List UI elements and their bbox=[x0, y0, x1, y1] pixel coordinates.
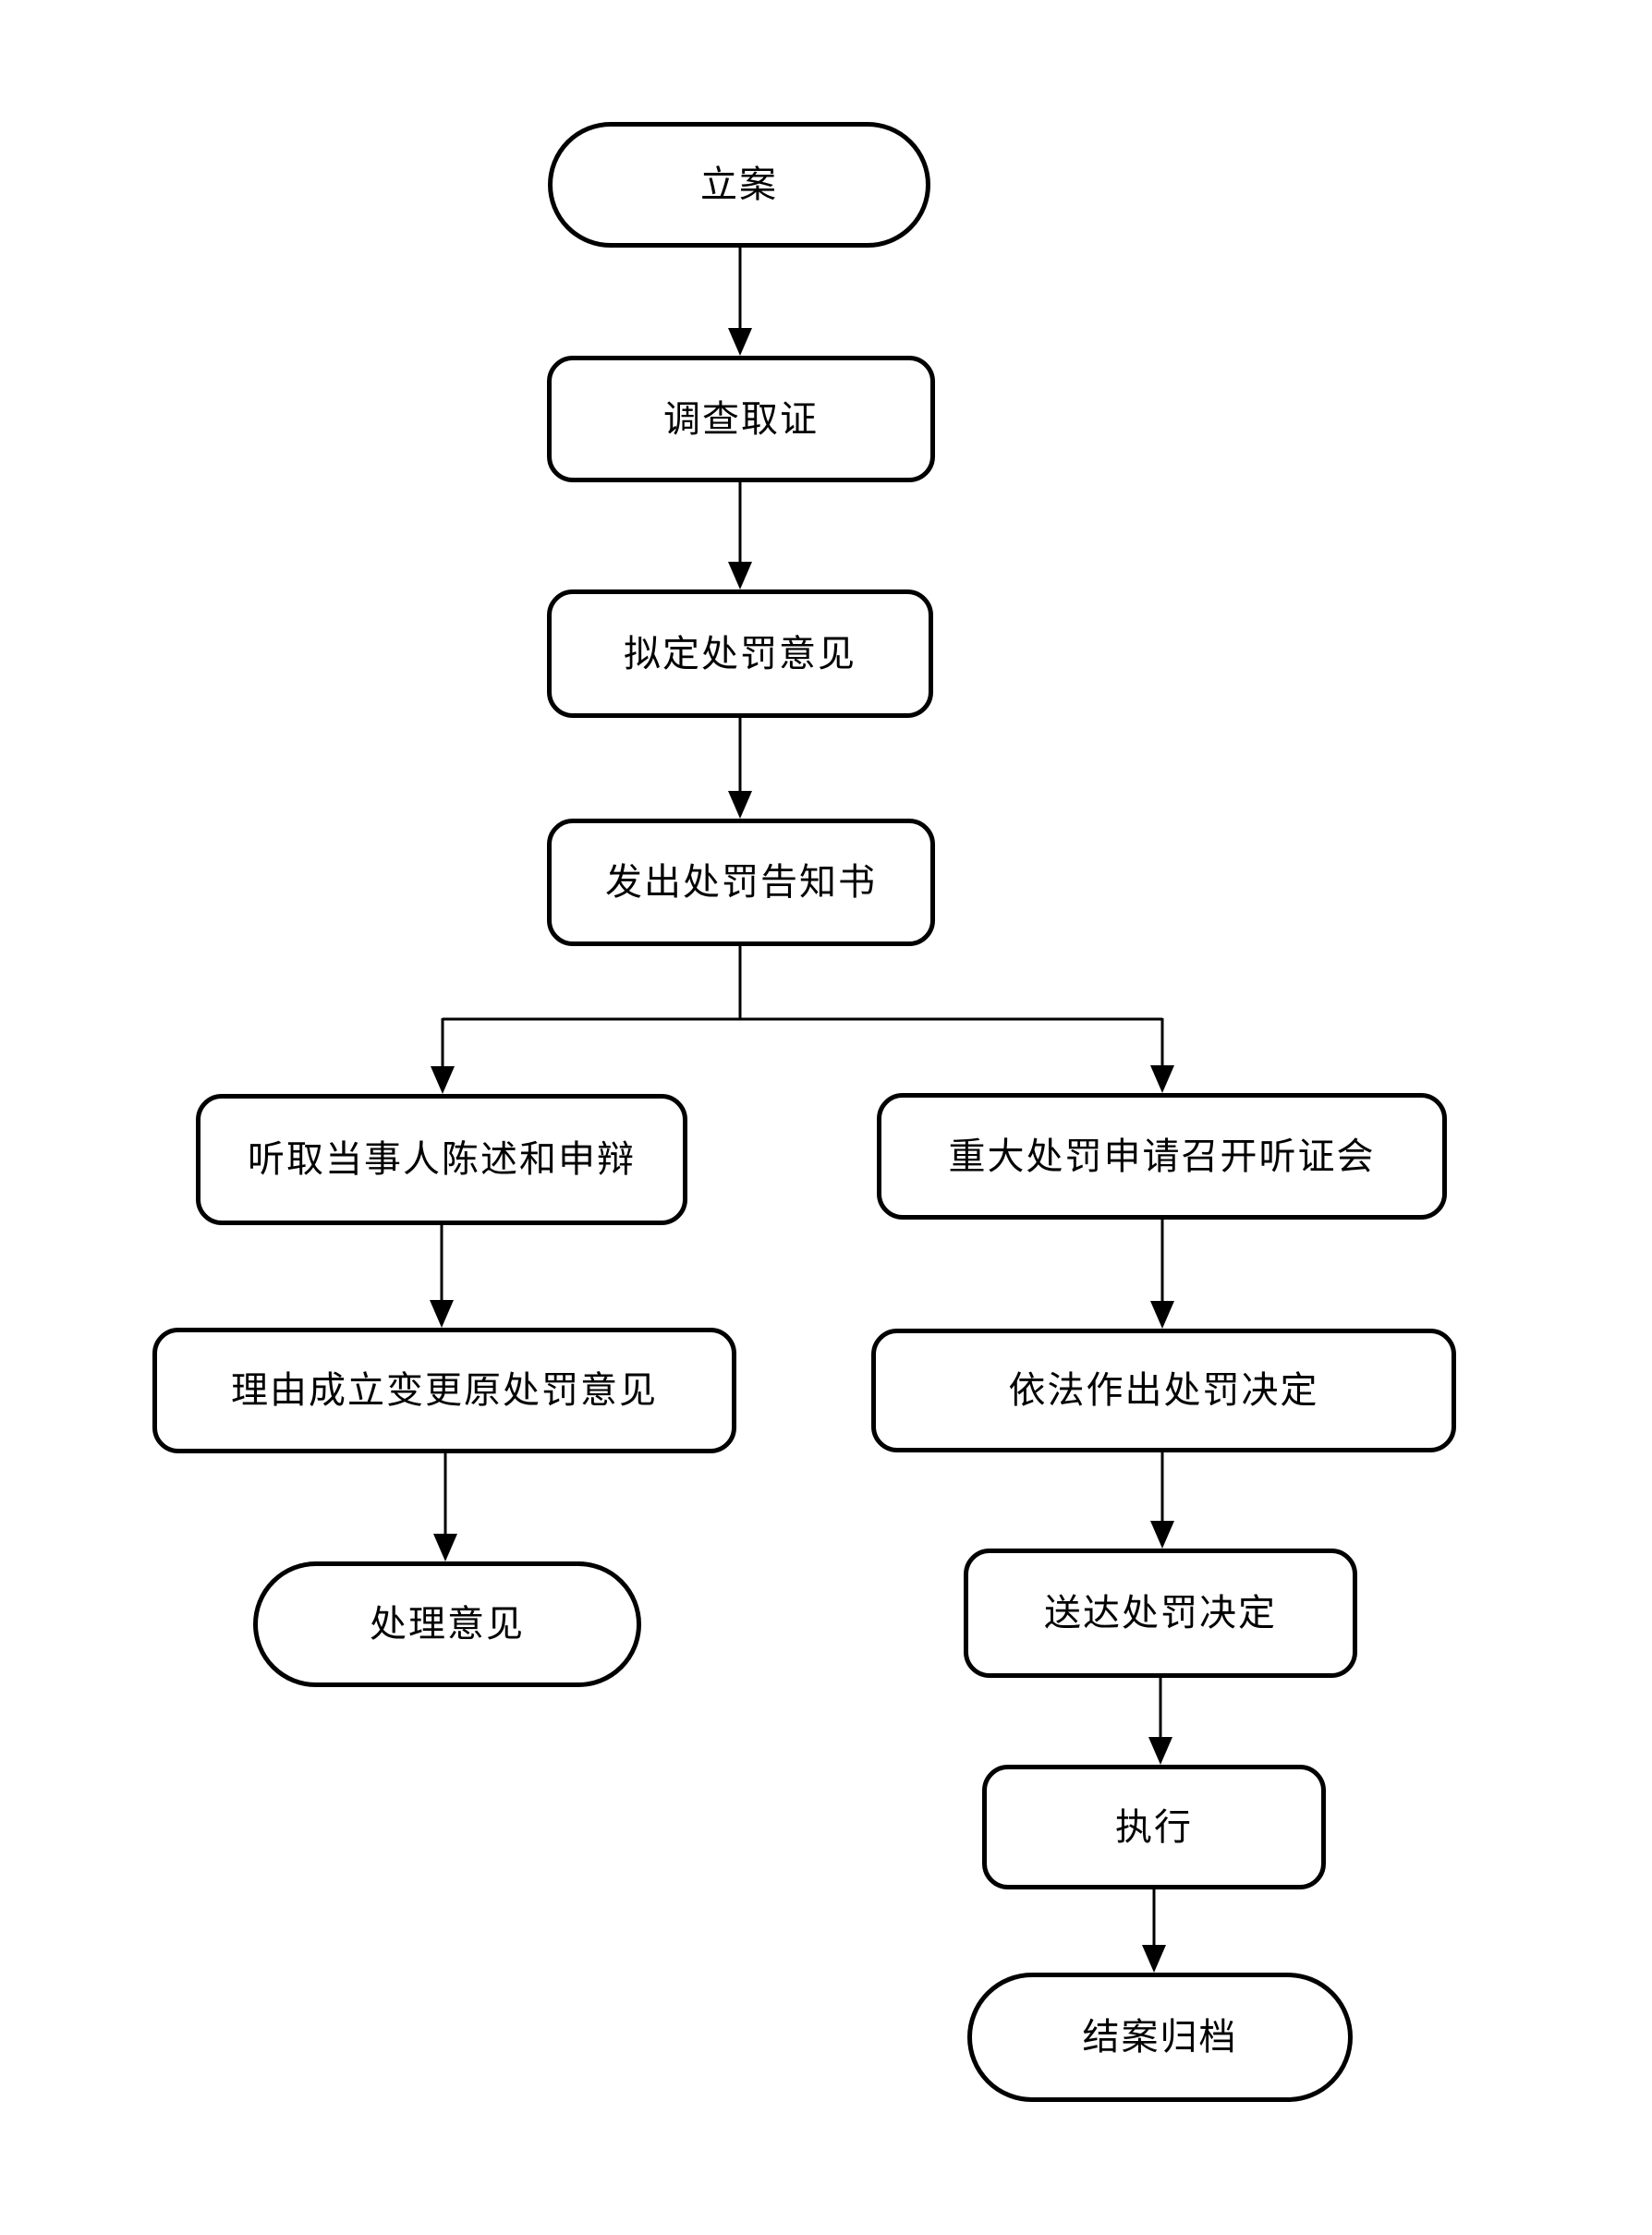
node-investigate: 调查取证 bbox=[547, 356, 935, 482]
node-issue-notice: 发出处罚告知书 bbox=[547, 819, 935, 946]
node-hear-statement: 听取当事人陈述和申辩 bbox=[196, 1094, 687, 1225]
arrow-branch-to-hearing bbox=[1150, 1018, 1174, 1093]
arrow-branch-to-hear-statement bbox=[431, 1018, 455, 1094]
node-handling-opinion: 处理意见 bbox=[253, 1561, 641, 1687]
node-hear-statement-label: 听取当事人陈述和申辩 bbox=[248, 1138, 636, 1180]
node-hearing-label: 重大处罚申请召开听证会 bbox=[948, 1135, 1376, 1177]
arrow-change-opinion-to-handling-opinion bbox=[433, 1448, 457, 1561]
node-hearing: 重大处罚申请召开听证会 bbox=[877, 1093, 1447, 1220]
node-close-archive-label: 结案归档 bbox=[1082, 2016, 1238, 2058]
node-execute-label: 执行 bbox=[1115, 1805, 1193, 1848]
node-execute: 执行 bbox=[982, 1765, 1326, 1889]
node-start: 立案 bbox=[548, 122, 930, 248]
node-deliver-decision-label: 送达处罚决定 bbox=[1044, 1592, 1277, 1634]
node-start-label: 立案 bbox=[700, 164, 778, 205]
node-draft-opinion: 拟定处罚意见 bbox=[547, 589, 933, 718]
node-close-archive: 结案归档 bbox=[967, 1973, 1353, 2102]
arrow-start-to-investigate bbox=[728, 242, 752, 356]
arrow-decision-to-deliver bbox=[1150, 1447, 1174, 1549]
node-draft-opinion-label: 拟定处罚意见 bbox=[624, 632, 856, 674]
arrow-investigate-to-draft bbox=[728, 477, 752, 589]
arrow-draft-to-notice bbox=[728, 712, 752, 819]
branch-connector bbox=[443, 941, 1162, 1021]
arrow-execute-to-archive bbox=[1142, 1884, 1166, 1973]
arrow-hear-statement-to-change-opinion bbox=[430, 1220, 454, 1328]
node-issue-notice-label: 发出处罚告知书 bbox=[605, 861, 877, 903]
node-handling-opinion-label: 处理意见 bbox=[370, 1603, 525, 1645]
node-change-opinion-label: 理由成立变更原处罚意见 bbox=[231, 1369, 658, 1411]
arrow-hearing-to-decision bbox=[1150, 1214, 1174, 1329]
node-deliver-decision: 送达处罚决定 bbox=[964, 1549, 1357, 1678]
node-change-opinion: 理由成立变更原处罚意见 bbox=[152, 1328, 736, 1453]
arrow-deliver-to-execute bbox=[1148, 1672, 1172, 1765]
node-decision: 依法作出处罚决定 bbox=[871, 1329, 1456, 1452]
node-investigate-label: 调查取证 bbox=[663, 397, 819, 440]
node-decision-label: 依法作出处罚决定 bbox=[1008, 1369, 1319, 1411]
